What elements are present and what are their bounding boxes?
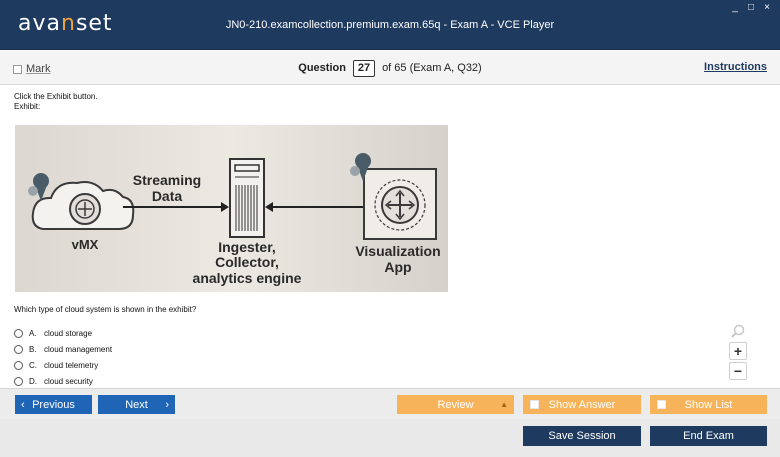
triangle-up-icon: ▲ [500,400,508,409]
label-visualization: Visualization [355,243,440,259]
checkbox-icon[interactable] [13,64,22,74]
question-content: Click the Exhibit button. Exhibit: [0,86,780,387]
logo-text-prefix: ava [18,11,61,36]
server-icon [229,158,265,238]
previous-label: Previous [32,398,75,411]
show-answer-label: Show Answer [548,398,616,411]
instruction-line: Click the Exhibit button. [14,92,98,101]
app-logo: avanset [18,11,113,36]
window-title: JN0-210.examcollection.premium.exam.65q … [225,19,555,31]
minimize-button[interactable]: _ [732,2,738,13]
label-vmx: vMX [72,237,99,252]
maximize-button[interactable]: □ [747,2,755,13]
mark-label[interactable]: Mark [26,63,51,75]
zoom-out-button[interactable]: − [729,362,747,380]
answer-option-d[interactable]: D. cloud security [14,373,112,389]
save-session-button[interactable]: Save Session [523,426,641,446]
option-text[interactable]: cloud telemetry [44,360,99,370]
option-letter: D. [29,376,37,386]
previous-button[interactable]: ‹ Previous [15,395,92,414]
show-list-label: Show List [684,398,733,411]
label-streaming: Streaming [133,172,201,188]
instructions-link[interactable]: Instructions [704,61,767,73]
question-label: Question [298,62,346,74]
option-letter: B. [29,344,37,354]
radio-button[interactable] [14,376,23,386]
radio-button[interactable] [14,344,23,354]
logo-text-accent: n [60,11,76,36]
radio-button[interactable] [14,360,23,370]
option-text[interactable]: cloud security [44,376,93,386]
close-button[interactable]: × [764,2,770,13]
radio-button[interactable] [14,328,23,338]
question-bar: Mark Question 27 of 65 (Exam A, Q32) Ins… [0,51,780,85]
option-text[interactable]: cloud management [44,344,113,354]
question-text: Which type of cloud system is shown in t… [14,305,197,314]
answer-options: A. cloud storage B. cloud management C. … [14,325,112,389]
question-navigator: Question 27 of 65 (Exam A, Q32) [0,60,780,77]
question-count: of 65 (Exam A, Q32) [382,62,482,74]
exhibit-diagram: Streaming Data vMX Ingester, Collector, … [15,125,448,292]
option-letter: A. [29,328,37,338]
instruction-line: Exhibit: [14,102,41,111]
option-letter: C. [29,360,37,370]
zoom-in-button[interactable]: + [729,342,747,360]
label-analytics: analytics engine [193,270,302,286]
chevron-right-icon: › [165,398,169,411]
review-button[interactable]: Review ▲ [397,395,514,414]
location-pin-icon [28,173,49,201]
option-text[interactable]: cloud storage [44,328,93,338]
answer-option-a[interactable]: A. cloud storage [14,325,112,341]
show-answer-button[interactable]: Show Answer [523,395,641,414]
session-bar: Save Session End Exam [0,419,780,457]
label-ingester: Ingester, [218,239,276,255]
question-number-input[interactable]: 27 [353,60,375,77]
label-data: Data [152,188,183,204]
exhibit-image: Streaming Data vMX Ingester, Collector, … [15,125,448,292]
answer-option-c[interactable]: C. cloud telemetry [14,357,112,373]
review-label: Review [437,398,474,411]
answer-option-b[interactable]: B. cloud management [14,341,112,357]
checkbox-icon[interactable] [530,400,539,409]
magnifier-icon [731,324,745,338]
navigation-bar: ‹ Previous Next › Review ▲ Show Answer S… [0,388,780,419]
logo-text-suffix: set [75,11,113,36]
label-collector: Collector, [215,254,279,270]
label-app: App [384,259,411,275]
checkbox-icon[interactable] [657,400,666,409]
end-exam-button[interactable]: End Exam [650,426,767,446]
next-label: Next [125,398,148,411]
cloud-icon [31,181,135,230]
window-controls: _ □ × [730,3,772,13]
location-pin-icon [350,153,371,181]
title-bar: avanset JN0-210.examcollection.premium.e… [0,0,780,50]
question-instructions: Click the Exhibit button. Exhibit: [14,92,98,112]
router-icon [363,168,437,240]
mark-checkbox[interactable]: Mark [13,63,50,75]
show-list-button[interactable]: Show List [650,395,767,414]
next-button[interactable]: Next › [98,395,175,414]
chevron-left-icon: ‹ [21,398,25,411]
